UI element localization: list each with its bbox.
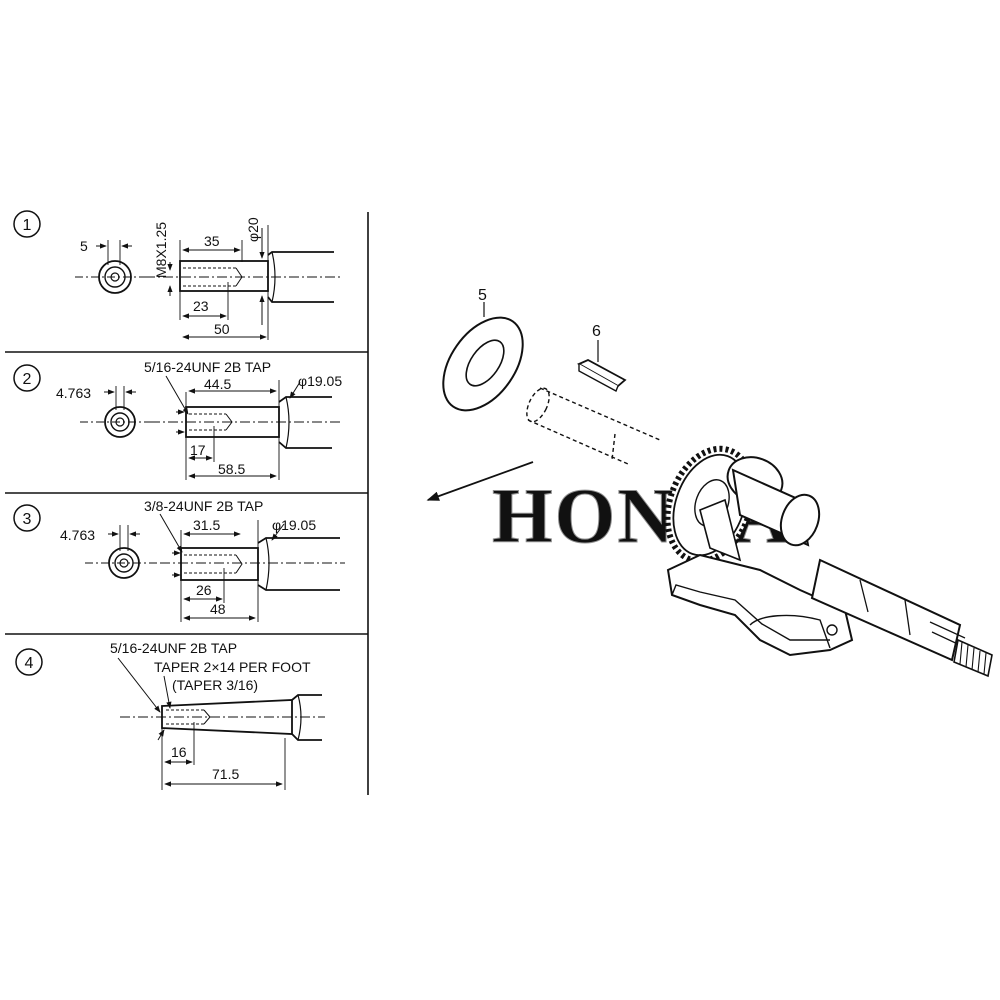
dim-overall-length: 50: [214, 321, 230, 337]
shaft-end-view: [75, 240, 150, 294]
main-shaft: [810, 558, 993, 678]
panel-number-badge: [13, 504, 41, 532]
panel-number-badge: [13, 210, 41, 238]
dim-key-width: 4.763: [60, 527, 95, 543]
crankshaft-illustration: HONDA 5 6: [426, 287, 993, 678]
callout-key: 6: [592, 323, 601, 340]
dim-key-length: 16: [171, 744, 187, 760]
crank-pin: [699, 456, 821, 562]
shaft-spec-1: 1 5: [13, 210, 340, 340]
callout-washer: 5: [478, 287, 487, 304]
shaft-side-view: [145, 225, 340, 340]
thrust-washer: [442, 302, 524, 412]
shaft-spec-4: 4 5/16-24UNF 2B TAP TAPER 2×14 PER FOOT …: [15, 640, 325, 790]
shaft-side-view: [159, 513, 345, 622]
dim-key-length: 23: [193, 298, 209, 314]
spec-panel-frame: [5, 212, 369, 795]
shaft-spec-2: 2 4.763: [13, 359, 342, 480]
dim-key-length: 17: [190, 442, 206, 458]
shaft-end-view: [85, 525, 160, 579]
panel-number-badge: [13, 364, 41, 392]
taper-note-label: (TAPER 3/16): [172, 677, 258, 693]
dim-overall-length: 48: [210, 601, 226, 617]
dim-overall-length: 58.5: [218, 461, 245, 477]
shaft-side-view: [117, 657, 325, 790]
dim-overall-length: 71.5: [212, 766, 239, 782]
dim-key-width: 4.763: [56, 385, 91, 401]
taper-spec-label: TAPER 2×14 PER FOOT: [154, 659, 311, 675]
tap-spec-label: 5/16-24UNF 2B TAP: [144, 359, 271, 375]
shaft-spec-3: 3 4.763: [13, 498, 345, 622]
dim-diameter: φ19.05: [272, 517, 316, 533]
tap-spec-label: 5/16-24UNF 2B TAP: [110, 640, 237, 656]
shaft-end-view: [80, 386, 155, 438]
dim-tap-depth: 35: [204, 233, 220, 249]
panel-number: 3: [23, 511, 32, 528]
tap-spec-label: 3/8-24UNF 2B TAP: [144, 498, 263, 514]
panel-number: 2: [23, 371, 32, 388]
dim-diameter: φ19.05: [298, 373, 342, 389]
crank-counterweight: [666, 553, 854, 657]
shaft-side-view: [150, 375, 340, 480]
panel-number: 4: [25, 655, 34, 672]
direction-arrow: [426, 461, 534, 501]
woodruff-key: [576, 340, 627, 392]
dim-key-length: 26: [196, 582, 212, 598]
panel-number: 1: [23, 217, 32, 234]
dim-diameter: φ20: [245, 217, 261, 242]
dim-tap-depth: 44.5: [204, 376, 231, 392]
dim-key-width: 5: [80, 238, 88, 254]
brand-watermark: HONDA: [492, 472, 792, 559]
dim-thread: M8X1.25: [153, 222, 169, 278]
shaft-stub-phantom: [526, 387, 661, 465]
dim-tap-depth: 31.5: [193, 517, 220, 533]
panel-number-badge: [15, 648, 43, 676]
